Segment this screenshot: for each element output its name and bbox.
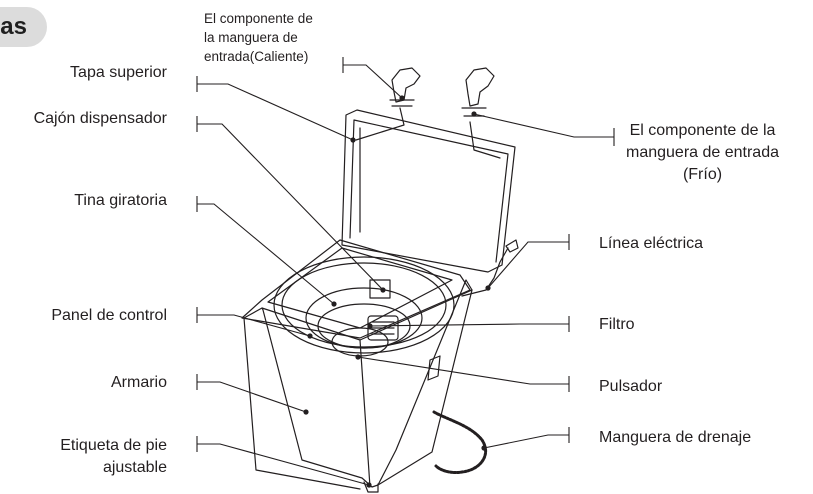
leader-control-panel: [196, 307, 311, 337]
leader-hot-inlet: [342, 57, 403, 99]
cabinet-label: Armario: [110, 374, 167, 391]
power-cord-label: Línea eléctrica: [599, 235, 704, 252]
spin-tub-label: Tina giratoria: [74, 192, 167, 209]
cabinet-shape: [261, 279, 473, 488]
tub-outer: [273, 256, 455, 354]
hot-inlet-line-2: la manguera de: [204, 30, 298, 45]
foot-label-line-2: ajustable: [102, 459, 167, 476]
pulsator-label: Pulsador: [599, 378, 663, 395]
leader-top-lid: [196, 76, 354, 141]
dispenser-shape: [369, 279, 391, 299]
power-cord-shape: [461, 247, 509, 297]
drain-hose-label: Manguera de drenaje: [599, 429, 752, 446]
top-frame: [241, 239, 471, 339]
cold-inlet-line-2: manguera de entrada: [626, 144, 779, 161]
cold-inlet-label: El componente de la manguera de entrada …: [626, 120, 779, 186]
drain-hose-shape: [432, 410, 488, 474]
top-lid-label: Tapa superior: [70, 64, 167, 81]
section-tab: as: [0, 7, 47, 47]
hot-inlet-line-3: entrada(Caliente): [204, 49, 309, 64]
leader-dispenser: [196, 116, 384, 291]
foot-label: Etiqueta de pie ajustable: [60, 435, 167, 479]
hot-inlet-line-1: El componente de: [204, 11, 313, 26]
foot-label-line-1: Etiqueta de pie: [60, 437, 167, 454]
cold-inlet-line-3: (Frío): [682, 166, 723, 183]
leader-foot: [196, 436, 370, 486]
section-tab-text: as: [0, 13, 27, 40]
leader-spin-tub: [196, 196, 335, 305]
leader-drain: [483, 427, 570, 449]
control-panel-label: Panel de control: [51, 307, 167, 324]
filter-shape: [367, 315, 399, 341]
leader-pulsator: [357, 356, 570, 392]
leader-cold-inlet: [473, 113, 615, 146]
leader-filter: [369, 316, 570, 332]
cold-faucet-shape: [465, 67, 495, 107]
dispenser-drawer-label: Cajón dispensador: [33, 110, 167, 127]
lid-shape: [341, 109, 516, 273]
hot-inlet-label: El componente de la manguera de entrada(…: [204, 9, 354, 66]
cold-inlet-line-1: El componente de la: [629, 122, 776, 139]
hot-faucet-shape: [391, 67, 421, 103]
leader-cabinet: [196, 374, 307, 413]
filter-label: Filtro: [599, 316, 635, 333]
leader-power: [487, 234, 570, 289]
